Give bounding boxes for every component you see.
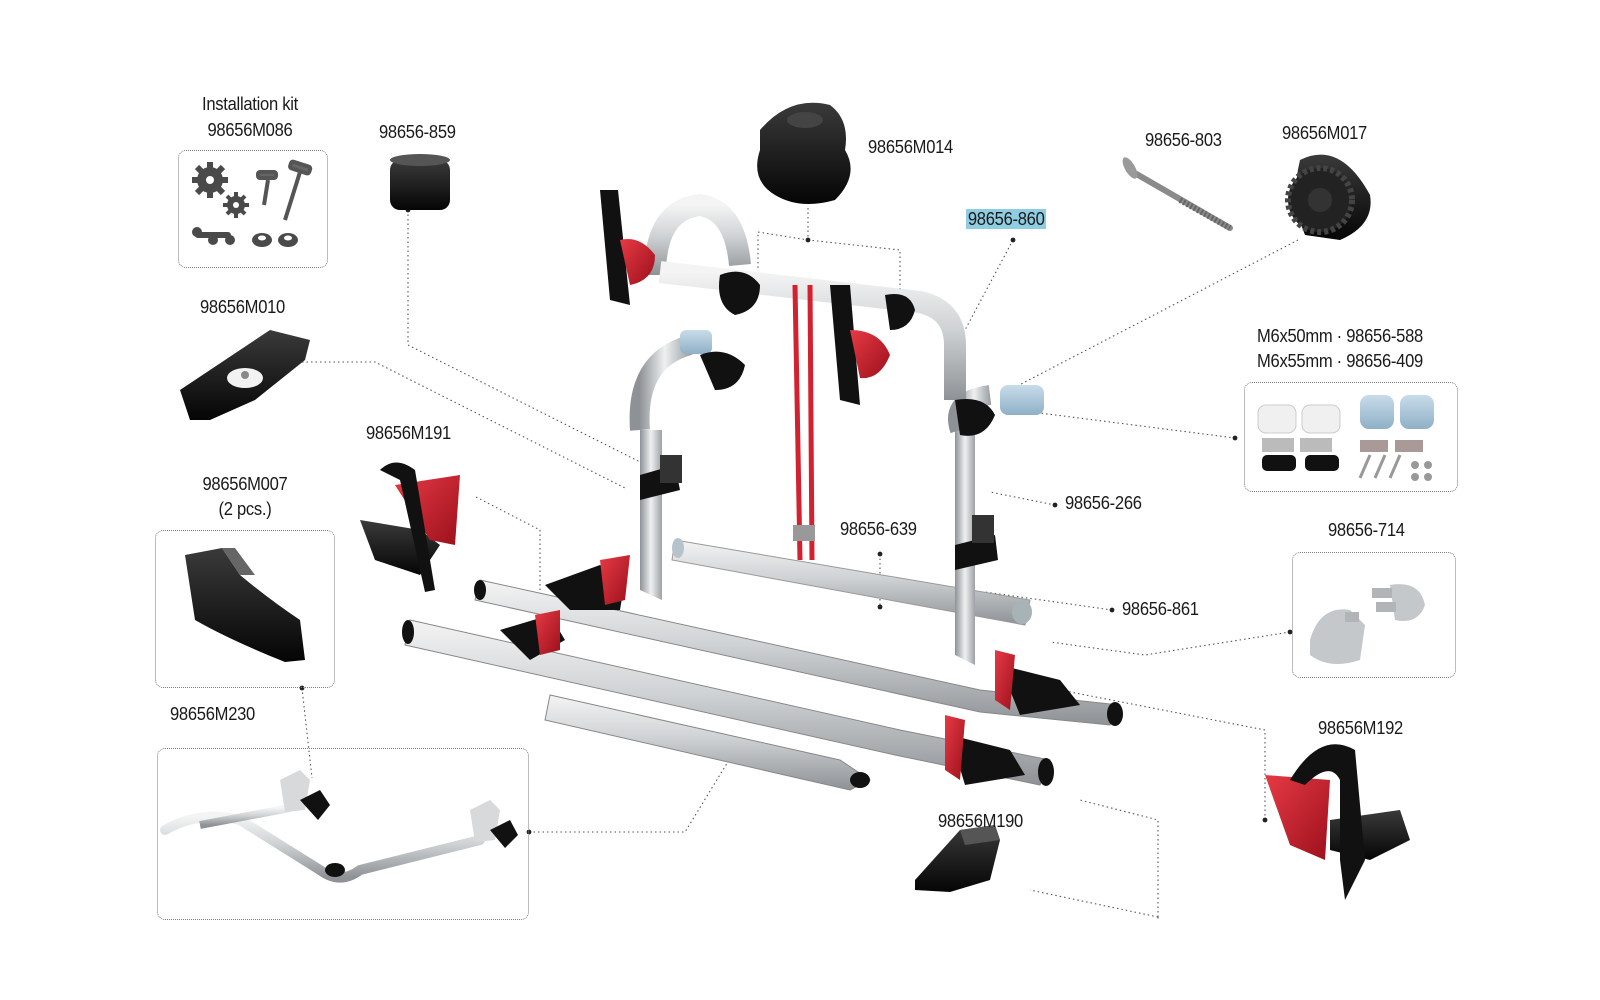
part-M007-label: 98656M007	[202, 474, 288, 494]
part-M230-frame	[160, 770, 518, 883]
chain-icon	[192, 227, 235, 245]
installation-kit-box	[178, 150, 328, 268]
part-M017-label: 98656M017	[1282, 123, 1367, 143]
part-860-label: 98656-860	[966, 208, 1047, 230]
part-M191-wheelholder	[360, 462, 460, 592]
installation-kit-label: Installation kit	[202, 94, 298, 114]
M230-box	[157, 748, 529, 920]
M007-box	[155, 530, 335, 688]
part-860-highlight: 98656-860	[966, 209, 1047, 229]
part-M014-knob	[757, 102, 851, 204]
main-rack-assembly	[402, 190, 1123, 791]
part-714-endcaps	[1310, 584, 1425, 664]
part-M014-label: 98656M014	[868, 137, 953, 157]
part-M191-label: 98656M191	[366, 423, 451, 443]
part-639-label: 98656-639	[840, 519, 917, 539]
part-859-label: 98656-859	[379, 122, 456, 142]
nut-icon	[252, 233, 298, 247]
installation-kit-code: 98656M086	[207, 120, 293, 140]
part-M007-qty: (2 pcs.)	[218, 499, 272, 519]
leader-lines	[301, 208, 1299, 920]
part-M010-label: 98656M010	[200, 297, 285, 317]
screw-icon	[256, 159, 313, 221]
rails	[402, 579, 1123, 791]
part-M230-label: 98656M230	[170, 704, 255, 724]
part-M192-label: 98656M192	[1318, 718, 1403, 738]
screws-line2: M6x55mm · 98656-409	[1257, 351, 1423, 371]
part-M190-wedge	[915, 825, 1000, 892]
part-861-label: 98656-861	[1122, 599, 1199, 619]
gear-icon	[192, 162, 249, 218]
part-803-label: 98656-803	[1145, 130, 1222, 150]
part-M190-label: 98656M190	[938, 811, 1023, 831]
part-M192-wheelholder	[1265, 744, 1410, 900]
screws-line1: M6x50mm · 98656-588	[1257, 326, 1423, 346]
part-M010-bracket	[180, 330, 310, 420]
installation-kit-icons	[192, 159, 313, 247]
part-859-sleeve	[390, 154, 450, 210]
part-M007-holder	[185, 548, 305, 662]
part-M017-knob	[1285, 154, 1371, 240]
part-266-label: 98656-266	[1065, 493, 1142, 513]
part-screws-kit	[1257, 395, 1434, 481]
part-714-label: 98656-714	[1328, 520, 1405, 540]
714-box	[1292, 552, 1456, 678]
part-803-bolt	[1122, 157, 1233, 231]
screws-kit-box	[1244, 382, 1458, 492]
